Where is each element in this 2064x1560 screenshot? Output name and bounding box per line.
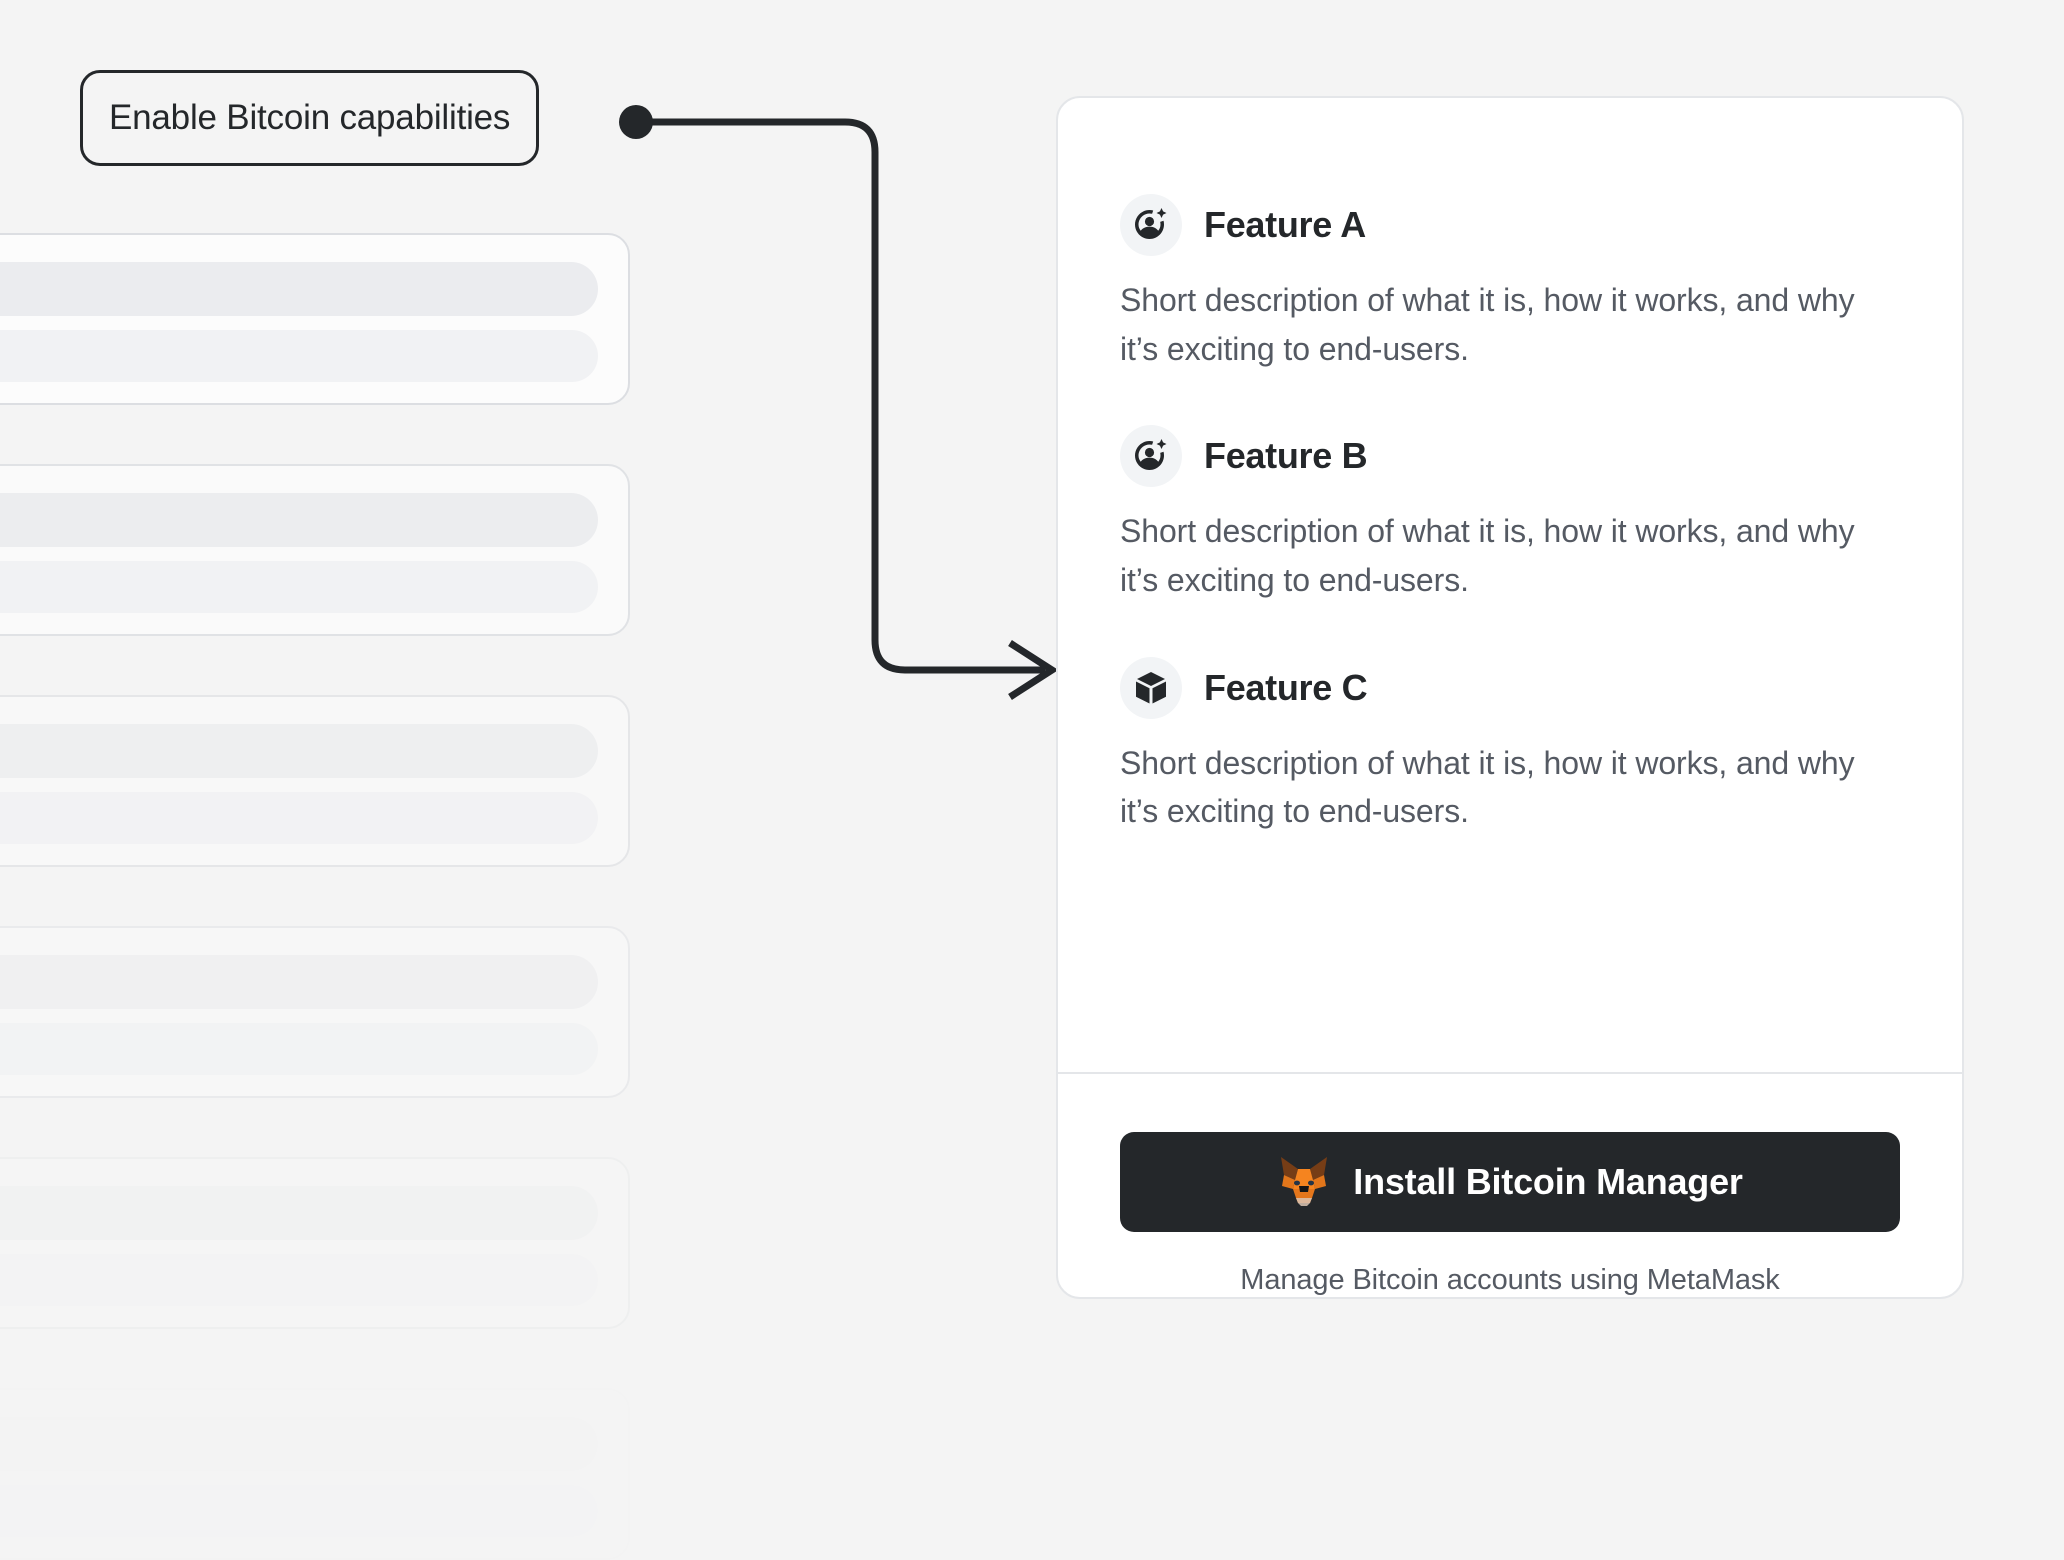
feature-heading: Feature C: [1120, 656, 1900, 719]
skeleton-card: [0, 1157, 630, 1329]
feature-description: Short description of what it is, how it …: [1120, 282, 1855, 367]
skeleton-placeholder-bar: [0, 262, 598, 316]
footer-caption: Manage Bitcoin accounts using MetaMask: [1240, 1264, 1780, 1296]
connector-dot: [619, 105, 653, 139]
skeleton-placeholder-bar: [0, 1485, 598, 1537]
card-footer: Install Bitcoin Manager Manage Bitcoin a…: [1058, 1074, 1962, 1297]
feature-list: Feature A Short description of what it is…: [1058, 98, 1962, 1006]
skeleton-placeholder-bar: [0, 561, 598, 613]
feature-title: Feature B: [1204, 435, 1368, 477]
skeleton-placeholder-bar: [0, 493, 598, 547]
install-button-label: Install Bitcoin Manager: [1353, 1161, 1743, 1202]
skeleton-placeholder-bar: [0, 1023, 598, 1075]
user-sparkle-icon: [1120, 425, 1182, 488]
install-bitcoin-manager-button[interactable]: Install Bitcoin Manager: [1120, 1132, 1900, 1232]
skeleton-placeholder-bar: [0, 1417, 598, 1471]
feature-block: Feature A Short description of what it is…: [1120, 194, 1900, 373]
card-divider: [1058, 1072, 1962, 1074]
feature-title: Feature C: [1204, 666, 1368, 708]
skeleton-placeholder-bar: [0, 792, 598, 844]
feature-block: Feature B Short description of what it is…: [1120, 425, 1900, 604]
callout-label-text: Enable Bitcoin capabilities: [109, 98, 511, 137]
skeleton-card: [0, 233, 630, 405]
skeleton-placeholder-bar: [0, 724, 598, 778]
feature-description: Short description of what it is, how it …: [1120, 744, 1855, 830]
skeleton-card: [0, 695, 630, 867]
feature-heading: Feature B: [1120, 425, 1900, 488]
skeleton-card: [0, 926, 630, 1098]
feature-block: Feature C Short description of what it is…: [1120, 656, 1900, 836]
skeleton-placeholder-bar: [0, 1254, 598, 1306]
feature-title: Feature A: [1204, 204, 1367, 245]
cube-icon: [1120, 656, 1182, 719]
feature-heading: Feature A: [1120, 194, 1900, 256]
skeleton-card: [0, 464, 630, 636]
skeleton-placeholder-bar: [0, 1186, 598, 1240]
metamask-fox-icon: [1277, 1155, 1331, 1210]
feature-card: Feature A Short description of what it is…: [1056, 96, 1964, 1299]
skeleton-placeholder-bar: [0, 330, 598, 382]
skeleton-card: [0, 1388, 630, 1560]
feature-description: Short description of what it is, how it …: [1120, 513, 1855, 598]
skeleton-placeholder-bar: [0, 955, 598, 1009]
user-sparkle-icon: [1120, 194, 1182, 256]
callout-label-pill[interactable]: Enable Bitcoin capabilities: [80, 70, 540, 166]
